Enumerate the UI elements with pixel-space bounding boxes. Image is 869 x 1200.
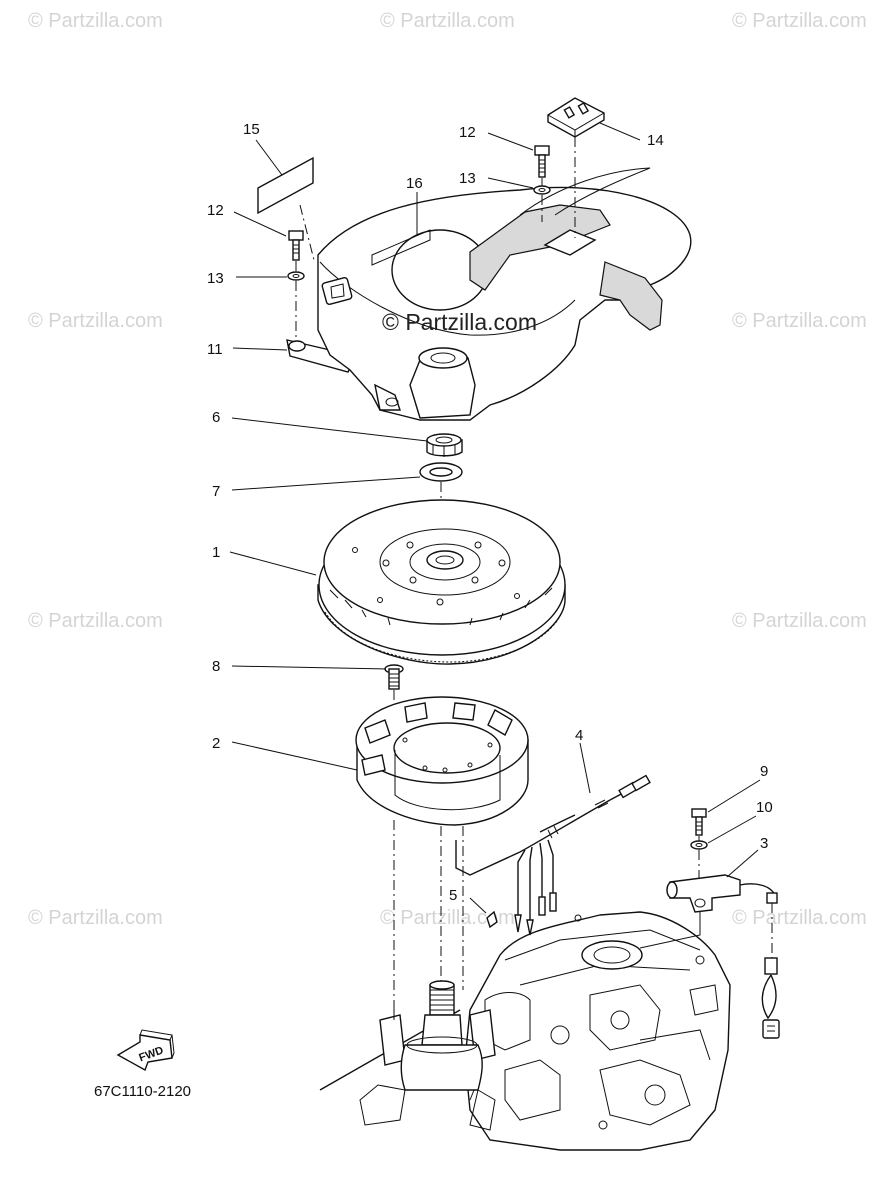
part-8-bolt [384, 664, 404, 690]
watermark-mid-right: © Partzilla.com [732, 310, 867, 332]
callout-1: 1 [212, 544, 220, 561]
callout-4: 4 [575, 727, 583, 744]
part-13-washer-left [287, 271, 305, 281]
part-2-stator [355, 696, 529, 826]
watermark-bottom-center: © Partzilla.com [380, 907, 515, 929]
watermark-low-left: © Partzilla.com [28, 610, 163, 632]
part-7-washer [419, 462, 463, 482]
callout-2: 2 [212, 735, 220, 752]
part-1-flywheel [317, 499, 566, 665]
callout-3: 3 [760, 835, 768, 852]
part-10-washer [690, 840, 708, 850]
watermark-bottom-right: © Partzilla.com [732, 907, 867, 929]
callout-13-top: 13 [459, 170, 476, 187]
diagram-code: 67C1110-2120 [94, 1083, 191, 1100]
part-3-pulser-coil [666, 874, 780, 1039]
callout-9: 9 [760, 763, 768, 780]
callout-11: 11 [207, 341, 223, 358]
watermark-top-left: © Partzilla.com [28, 10, 163, 32]
callout-15: 15 [243, 121, 260, 138]
part-12-bolt-top [534, 145, 550, 178]
watermark-low-right: © Partzilla.com [732, 610, 867, 632]
part-12-bolt-left [288, 230, 304, 261]
watermark-mid-left: © Partzilla.com [28, 310, 163, 332]
callout-12-left: 12 [207, 202, 224, 219]
callout-8: 8 [212, 658, 220, 675]
watermark-bottom-left: © Partzilla.com [28, 907, 163, 929]
part-5-dowel-pin [486, 910, 498, 929]
fwd-arrow: FWD [116, 1029, 175, 1072]
callout-14: 14 [647, 132, 664, 149]
callouts: 15 12 13 11 12 13 14 16 6 7 1 8 2 4 5 9 … [207, 121, 773, 904]
part-4-lead-wire [455, 774, 651, 936]
part-13-washer-top [533, 185, 551, 195]
part-11-flywheel-cover [286, 167, 692, 421]
watermark-top-right: © Partzilla.com [732, 10, 867, 32]
callout-6: 6 [212, 409, 220, 426]
engine-block [319, 911, 731, 1151]
watermark-center: © Partzilla.com [382, 309, 537, 335]
callout-5: 5 [449, 887, 457, 904]
leader-lines [229, 122, 761, 914]
part-15-label-decal [257, 156, 314, 215]
watermark-top-center: © Partzilla.com [380, 10, 515, 32]
part-14-grommet [547, 97, 605, 138]
part-6-nut [426, 433, 463, 457]
part-9-bolt [691, 808, 707, 836]
callout-7: 7 [212, 483, 220, 500]
callout-13-left: 13 [207, 270, 224, 287]
callout-16: 16 [406, 175, 423, 192]
callout-12-top: 12 [459, 124, 476, 141]
callout-10: 10 [756, 799, 773, 816]
